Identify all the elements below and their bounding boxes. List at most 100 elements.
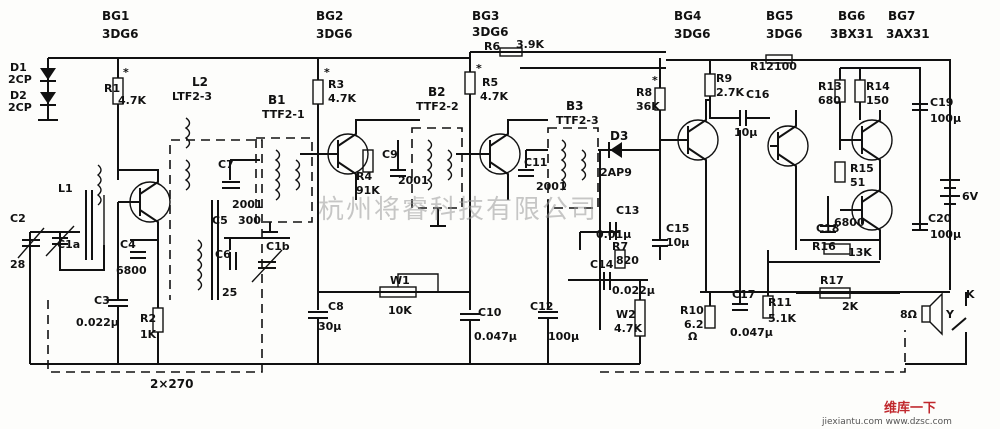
coil-l2 xyxy=(184,117,191,191)
c12-value: 100μ xyxy=(548,330,579,343)
c19-value: 100μ xyxy=(930,112,961,125)
d3-type: 2AP9 xyxy=(600,166,632,179)
c10-value: 0.047μ xyxy=(474,330,517,343)
w2-label: W2 xyxy=(616,308,636,321)
r3-label: R3 xyxy=(328,78,344,91)
r4-label: R4 xyxy=(356,170,372,183)
r10-label: R10 xyxy=(680,304,704,317)
resistor-r6 xyxy=(499,47,523,57)
c13-label: C13 xyxy=(616,204,639,217)
d1-label: D1 xyxy=(10,61,27,74)
r14-value: 150 xyxy=(866,94,889,107)
r1-label: R1 xyxy=(104,82,120,95)
r11-label: R11 xyxy=(768,296,792,309)
l2-label: L2 xyxy=(192,75,208,89)
r2-value: 1K xyxy=(140,328,157,341)
c4-value: 6800 xyxy=(116,264,147,277)
r7-value: 820 xyxy=(616,254,639,267)
c14-label: C14 xyxy=(590,258,614,271)
c20-label: C20 xyxy=(928,212,952,225)
bg2-type: 3DG6 xyxy=(316,27,353,41)
r12-value: 100 xyxy=(774,60,797,73)
c18-label: C18 xyxy=(816,222,839,235)
b3-label: B3 xyxy=(566,99,584,113)
bg1-label: BG1 xyxy=(102,9,129,23)
gang-capacitor-link xyxy=(47,139,263,373)
bg4-label: BG4 xyxy=(674,9,701,23)
c16-label: C16 xyxy=(746,88,770,101)
transformer-b1 xyxy=(255,137,313,223)
c17-value: 0.047μ xyxy=(730,326,773,339)
r1-value: 4.7K xyxy=(118,94,146,107)
resistor-r4 xyxy=(362,149,374,173)
c1a-label: C1a xyxy=(57,238,80,251)
r9-value: 2.7K xyxy=(716,86,744,99)
c9-value: 2001 xyxy=(398,174,429,187)
r6-value: 3.9K xyxy=(516,38,544,51)
r16-label: R16 xyxy=(812,240,836,253)
right-rail xyxy=(666,59,951,290)
c19-label: C19 xyxy=(930,96,953,109)
r15-label: R15 xyxy=(850,162,874,175)
r17-label: R17 xyxy=(820,274,844,287)
c2-value: 28 xyxy=(10,258,25,271)
r2-label: R2 xyxy=(140,312,156,325)
r8-value: 36K xyxy=(636,100,660,113)
diode-d3-symbol xyxy=(610,142,622,158)
bg6-type: 3BX31 xyxy=(830,27,873,41)
l2-type: LTF2-3 xyxy=(172,90,212,103)
battery-label: 6V xyxy=(962,190,979,203)
resistor-r15 xyxy=(834,161,846,183)
speaker-y: Y xyxy=(945,308,955,321)
c4-label: C4 xyxy=(120,238,136,251)
r1-star: * xyxy=(123,66,129,79)
b2-label: B2 xyxy=(428,85,446,99)
bg7-type: 3AX31 xyxy=(886,27,930,41)
c13-value: 0.01μ xyxy=(596,228,631,241)
bg4-type: 3DG6 xyxy=(674,27,711,41)
bg3-type: 3DG6 xyxy=(472,25,509,39)
resistor-r7 xyxy=(614,249,626,269)
c15-value: 10μ xyxy=(666,236,689,249)
d3-label: D3 xyxy=(610,129,628,143)
gang-label: 2×270 xyxy=(150,377,193,391)
r8-star: * xyxy=(652,74,658,87)
c11-value: 2001 xyxy=(536,180,567,193)
c20-value: 100μ xyxy=(930,228,961,241)
r5-value: 4.7K xyxy=(480,90,508,103)
c17-label: C17 xyxy=(732,288,755,301)
c2-label: C2 xyxy=(10,212,26,225)
c1b-label: C1b xyxy=(266,240,290,253)
c3-label: C3 xyxy=(94,294,110,307)
bg6-label: BG6 xyxy=(838,9,865,23)
bg5-label: BG5 xyxy=(766,9,793,23)
speaker-label: 8Ω xyxy=(900,308,918,321)
w1-label: W1 xyxy=(390,274,410,287)
c8-label: C8 xyxy=(328,300,344,313)
d1-type: 2CP xyxy=(8,73,32,86)
r12-label: R12 xyxy=(750,60,774,73)
r13-label: R13 xyxy=(818,80,842,93)
diode-d1-symbol xyxy=(40,68,56,80)
b1-type: TTF2-1 xyxy=(262,108,305,121)
volume-switch-link xyxy=(600,330,906,373)
l1-label: L1 xyxy=(58,182,73,195)
r7-label: R7 xyxy=(612,240,628,253)
d2-label: D2 xyxy=(10,89,27,102)
c6-value: 25 xyxy=(222,286,237,299)
resistor-r16 xyxy=(823,243,851,255)
r8-label: R8 xyxy=(636,86,652,99)
r13-value: 680 xyxy=(818,94,841,107)
c15-label: C15 xyxy=(666,222,689,235)
transformer-b3 xyxy=(547,127,599,209)
b1-label: B1 xyxy=(268,93,286,107)
diode-d2-symbol xyxy=(40,92,56,104)
logo-text: 维库一下 xyxy=(884,400,936,416)
c9-label: C9 xyxy=(382,148,398,161)
bg5-type: 3DG6 xyxy=(766,27,803,41)
r9-label: R9 xyxy=(716,72,732,85)
r17-value: 2K xyxy=(842,300,859,313)
